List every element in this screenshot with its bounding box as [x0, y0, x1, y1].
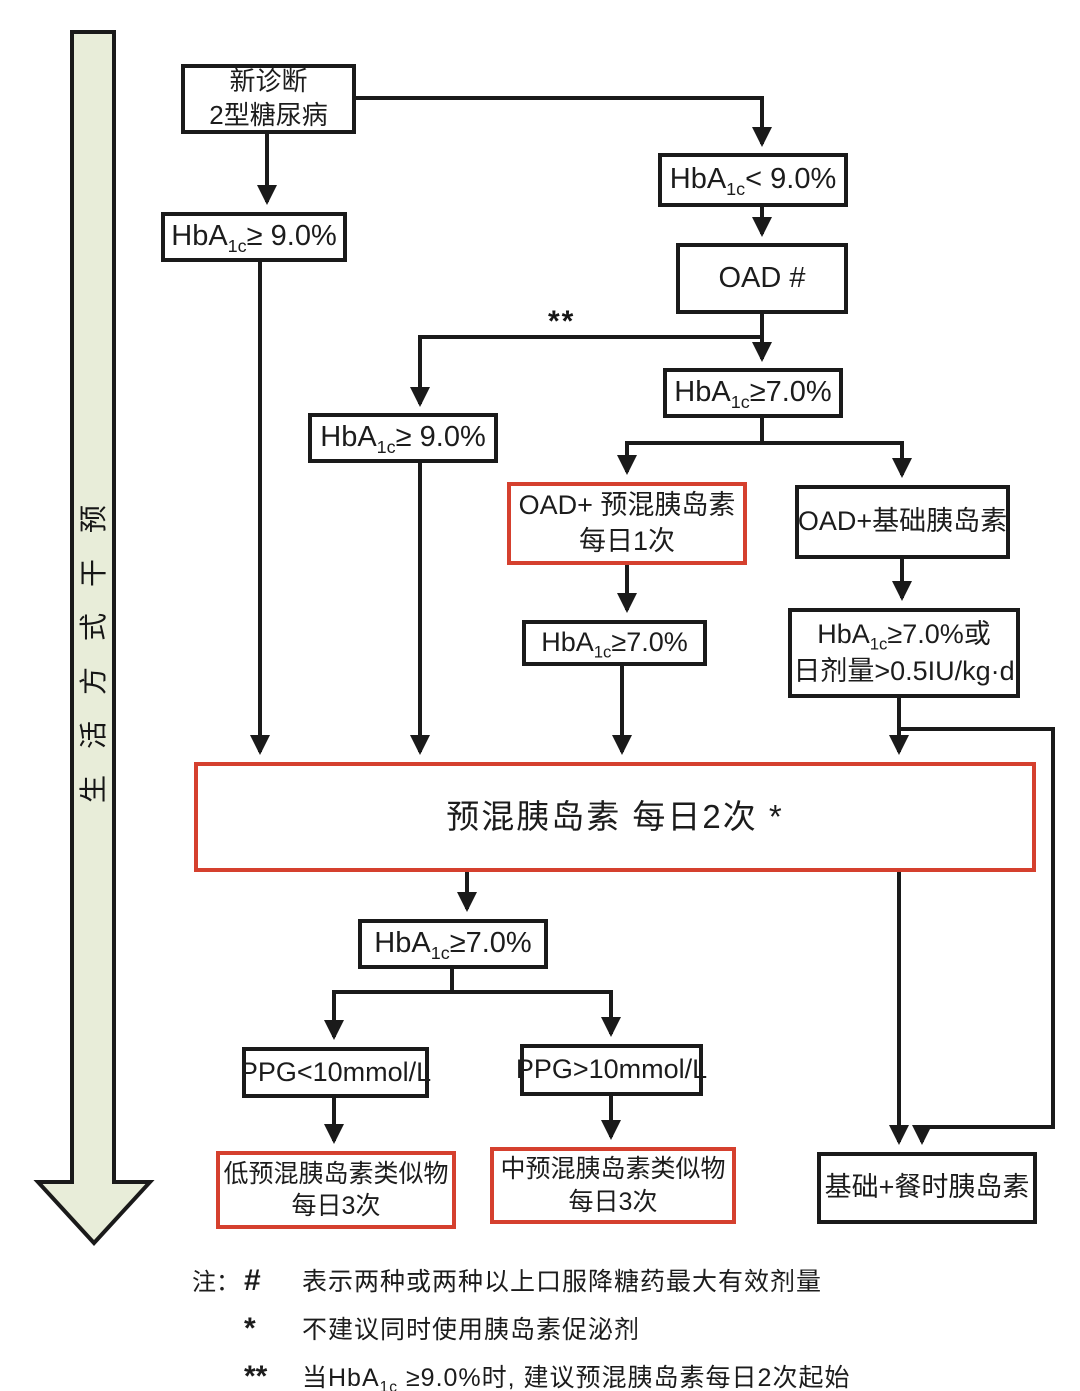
footnote-text-double-star: 当HbA1c ≥9.0%时, 建议预混胰岛素每日2次起始 — [302, 1364, 851, 1391]
connector-lines — [250, 96, 1055, 1145]
node-hba1c-lt-9: HbA1c< 9.0% — [658, 153, 848, 207]
node-premix-insulin-bid: 预混胰岛素 每日2次 * — [194, 762, 1036, 872]
footnote-marker-double-star: ** — [244, 1360, 268, 1391]
node-oad-plus-premix-qd: OAD+ 预混胰岛素 每日1次 — [507, 482, 747, 565]
node-basal-plus-bolus: 基础+餐时胰岛素 — [817, 1152, 1037, 1224]
footnote-text-star: 不建议同时使用胰岛素促泌剂 — [302, 1316, 641, 1344]
node-hba1c-ge-9-mid: HbA1c≥ 9.0% — [308, 413, 498, 463]
node-oad: OAD # — [676, 243, 848, 314]
lifestyle-intervention-label: 生活方式干预 — [78, 479, 109, 804]
node-mid-premix-analog-tid: 中预混胰岛素类似物 每日3次 — [490, 1147, 736, 1224]
node-hba1c-ge-7-mid: HbA1c≥7.0% — [522, 620, 707, 666]
node-hba1c-ge-7-bottom: HbA1c≥7.0% — [358, 919, 548, 969]
node-hba1c-ge-7-or-daily-dose: HbA1c≥7.0%或 日剂量>0.5IU/kg·d — [788, 608, 1020, 698]
footnote-prefix: 注： — [192, 1269, 240, 1296]
double-star-branch-label: ** — [548, 305, 576, 338]
node-ppg-lt-10: PPG<10mmol/L — [240, 1047, 431, 1098]
node-hba1c-ge-9-left: HbA1c≥ 9.0% — [161, 212, 347, 262]
lifestyle-arrow-shape — [33, 30, 155, 1246]
footnotes: 注： # 表示两种或两种以上口服降糖药最大有效剂量 * 不建议同时使用胰岛素促泌… — [192, 1262, 952, 1391]
footnote-marker-star: * — [244, 1312, 256, 1345]
node-hba1c-ge-7-top: HbA1c≥7.0% — [663, 368, 843, 418]
node-low-premix-analog-tid: 低预混胰岛素类似物 每日3次 — [216, 1151, 456, 1229]
footnote-marker-hash: # — [244, 1264, 261, 1297]
node-ppg-gt-10: PPG>10mmol/L — [516, 1044, 707, 1096]
node-oad-plus-basal: OAD+基础胰岛素 — [795, 485, 1010, 559]
node-new-diagnosis-t2dm: 新诊断 2型糖尿病 — [181, 64, 356, 134]
footnote-text-hash: 表示两种或两种以上口服降糖药最大有效剂量 — [302, 1268, 823, 1296]
